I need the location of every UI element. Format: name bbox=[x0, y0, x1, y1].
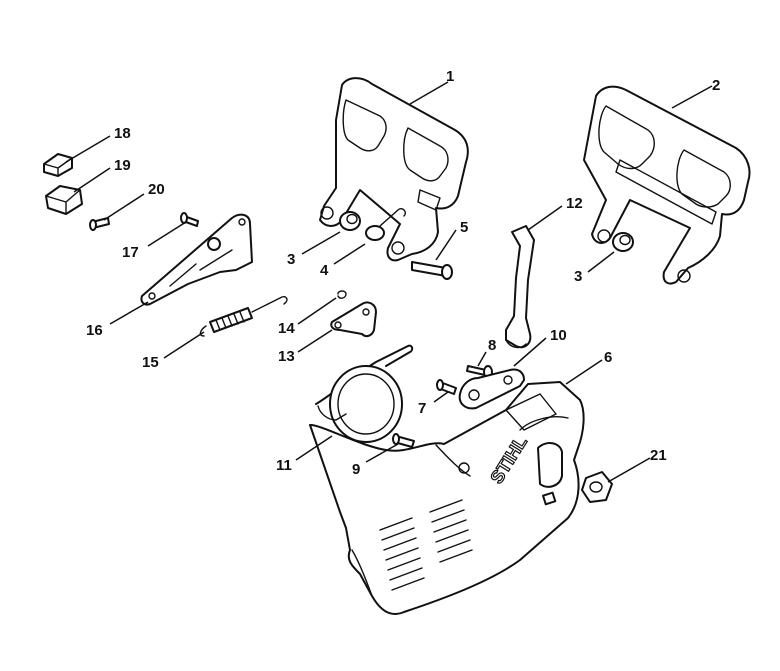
part-19-bushing bbox=[45, 185, 83, 215]
leader-5 bbox=[435, 229, 457, 261]
callout-10: 10 bbox=[550, 327, 567, 344]
callout-4: 4 bbox=[320, 262, 329, 279]
leader-14 bbox=[297, 297, 337, 325]
part-5-screw bbox=[411, 261, 453, 280]
part-12-lever bbox=[505, 225, 535, 349]
part-11-brake-band bbox=[315, 344, 414, 443]
part-13-link bbox=[330, 301, 377, 338]
part-14-clip bbox=[337, 290, 347, 299]
leader-7 bbox=[433, 391, 449, 403]
callout-21: 21 bbox=[650, 447, 667, 464]
callout-19: 19 bbox=[114, 157, 131, 174]
leader-6 bbox=[565, 359, 603, 385]
callout-1: 1 bbox=[446, 68, 454, 85]
leader-2 bbox=[671, 85, 713, 109]
callout-9: 9 bbox=[352, 461, 360, 478]
leader-9 bbox=[365, 443, 399, 463]
part-4-spring bbox=[365, 207, 407, 241]
callout-16: 16 bbox=[86, 322, 103, 339]
callout-3-right: 3 bbox=[574, 268, 582, 285]
part-9-pin bbox=[392, 433, 415, 448]
callout-13: 13 bbox=[278, 348, 295, 365]
part-3-sleeve-left bbox=[339, 211, 361, 231]
part-21-nut bbox=[581, 471, 613, 503]
leader-8 bbox=[477, 351, 487, 367]
callout-11: 11 bbox=[276, 457, 292, 474]
leader-18 bbox=[65, 135, 111, 163]
leader-3b bbox=[587, 251, 615, 273]
part-16-support-plate bbox=[140, 213, 253, 306]
leader-4 bbox=[333, 243, 366, 265]
callout-18: 18 bbox=[114, 125, 131, 142]
part-1-hand-guard bbox=[319, 77, 469, 262]
callout-15: 15 bbox=[142, 354, 159, 371]
leader-13 bbox=[297, 329, 333, 353]
callout-7: 7 bbox=[418, 400, 426, 417]
callout-5: 5 bbox=[460, 219, 468, 236]
part-6-sprocket-cover: STIHL bbox=[309, 381, 585, 615]
leader-11 bbox=[295, 435, 333, 461]
leader-12 bbox=[527, 205, 563, 231]
leader-10 bbox=[513, 337, 547, 367]
callout-labels: 1 2 3 3 4 5 6 7 8 9 10 11 12 13 14 15 16… bbox=[86, 68, 720, 478]
leader-20 bbox=[103, 193, 145, 221]
callout-2: 2 bbox=[712, 77, 720, 94]
leader-1 bbox=[409, 81, 449, 105]
part-7-pin bbox=[436, 379, 457, 395]
leader-lines bbox=[65, 81, 713, 483]
callout-20: 20 bbox=[148, 181, 165, 198]
callout-6: 6 bbox=[604, 349, 612, 366]
part-2-hand-guard bbox=[583, 85, 751, 285]
callout-3-left: 3 bbox=[287, 251, 295, 268]
part-10-brake-lever bbox=[458, 368, 525, 410]
callout-12: 12 bbox=[566, 195, 583, 212]
leader-17 bbox=[147, 221, 187, 247]
part-3-sleeve-right bbox=[612, 232, 634, 252]
leader-15 bbox=[163, 331, 205, 359]
leader-16 bbox=[109, 301, 149, 325]
callout-17: 17 bbox=[122, 244, 139, 261]
leader-21 bbox=[607, 457, 651, 483]
callout-8: 8 bbox=[488, 337, 496, 354]
leader-19 bbox=[73, 167, 111, 193]
callout-14: 14 bbox=[278, 320, 295, 337]
part-20-screw bbox=[89, 217, 110, 231]
part-15-spring bbox=[199, 295, 288, 337]
leader-3a bbox=[301, 231, 341, 255]
part-18-cap bbox=[43, 153, 73, 177]
